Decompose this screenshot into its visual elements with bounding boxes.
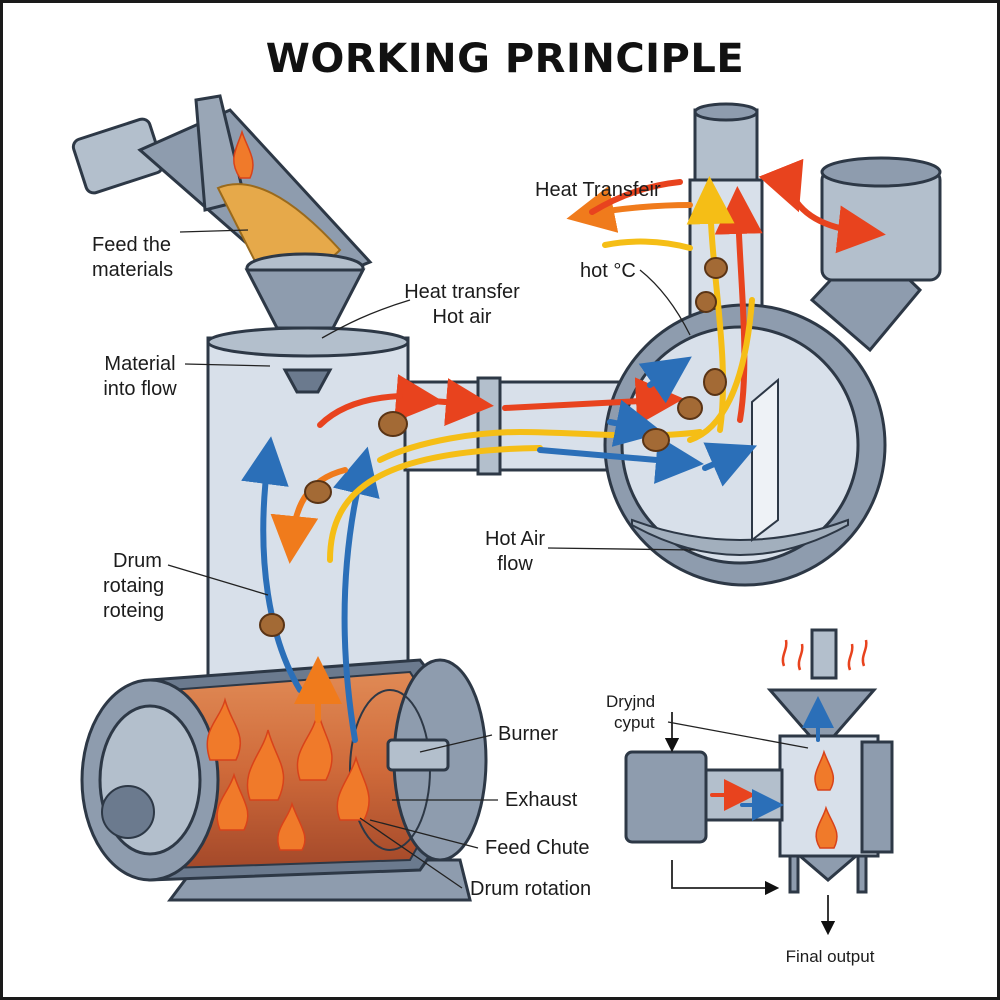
riser-column <box>206 326 410 700</box>
label-drum-rotating-line2: rotaing <box>103 575 164 597</box>
pellet <box>695 291 717 313</box>
inset-side-plate <box>860 740 894 854</box>
leader-hot-air <box>547 547 696 551</box>
label-final-output: Final output <box>786 947 875 966</box>
column-orange-down-arrow <box>270 467 348 564</box>
label-heat-transfeir: Heat Transfeir <box>535 179 661 201</box>
inset-flame-icon <box>815 805 838 849</box>
drum-flame-icon <box>336 755 370 821</box>
inset-leg <box>788 854 800 894</box>
feed-chute-assembly <box>71 94 373 352</box>
pellet <box>259 613 285 637</box>
heat-transfer-arrow <box>589 179 683 215</box>
label-hot-c: hot °C <box>580 260 636 282</box>
inset-connector-arrow <box>671 860 780 896</box>
stack-pipe-mouth <box>693 102 759 122</box>
column-yellow-flow <box>327 445 543 563</box>
outlet-red-arrow <box>758 158 886 254</box>
drum-flame-icon <box>216 772 249 831</box>
pellet <box>704 257 728 279</box>
column-top-rim <box>206 326 410 358</box>
label-hot-air-flow-line1: Hot Air <box>485 528 545 550</box>
label-feed-materials-line2: materials <box>92 259 173 281</box>
heat-transfer-arrow <box>566 185 693 233</box>
leader-burner <box>419 734 493 753</box>
leader-drying-output <box>667 721 809 749</box>
feed-flame-icon <box>233 129 254 179</box>
leader-heat-transfer <box>321 299 411 339</box>
duct-flange <box>476 376 502 476</box>
chamber-blue-arrow <box>638 356 692 404</box>
drum-flame-icon <box>277 801 306 851</box>
inset-leg <box>856 854 868 894</box>
rotary-drum <box>80 658 488 902</box>
label-material-flow-line2: into flow <box>103 378 177 400</box>
duct-yellow-arrow <box>517 429 703 439</box>
chamber-baffle <box>751 377 779 543</box>
inset-hopper <box>766 688 878 738</box>
label-heat-transfer-line1: Heat transfer <box>404 281 520 303</box>
hot-arrow <box>602 238 693 251</box>
label-material-flow-line1: Material <box>104 353 175 375</box>
label-drying-output-line2: cyput <box>614 713 655 732</box>
label-feed-chute: Feed Chute <box>485 837 590 859</box>
label-hot-air-flow-line2: flow <box>497 553 533 575</box>
inset-heat-wave-icon <box>861 639 868 667</box>
column-red-flow <box>317 393 403 428</box>
pellet <box>304 480 332 504</box>
column-deflector <box>282 368 333 394</box>
diagram-title: WORKING PRINCIPLE <box>266 36 744 82</box>
labels: Feed the materials Heat transfer Hot air… <box>92 179 875 966</box>
stack-yellow-up-arrow <box>686 176 735 433</box>
hopper-funnel <box>244 268 366 330</box>
leader-feed-chute <box>369 819 479 849</box>
pellet <box>703 368 727 396</box>
leader-drum-rotating <box>167 564 269 596</box>
stack-red-up-arrow <box>714 186 763 423</box>
inset-heat-wave-icon <box>847 643 854 671</box>
pellet <box>642 428 670 452</box>
pellet <box>677 396 703 420</box>
inset-dryer-unit <box>624 628 894 936</box>
inset-blower <box>624 750 708 844</box>
drum-flame-icon <box>246 729 285 801</box>
inset-heat-wave-icon <box>781 639 788 667</box>
material-pellets <box>259 257 728 637</box>
column-blue-up-arrow <box>332 446 380 743</box>
outlet-drum-mouth <box>820 156 942 188</box>
duct-blue-arrow <box>607 399 664 447</box>
column-yellow-flow <box>377 429 523 463</box>
inset-discharge <box>795 854 861 882</box>
leader-feed <box>179 229 249 233</box>
leader-material-flow <box>184 363 271 367</box>
label-drum-rotating-line3: roteing <box>103 600 164 622</box>
label-heat-transfer-line2: Hot air <box>433 306 492 328</box>
cyclone-chamber <box>603 102 942 587</box>
inset-heat-wave-icon <box>797 643 804 671</box>
label-feed-materials-line1: Feed the <box>92 234 171 256</box>
chamber-floor <box>631 518 849 556</box>
label-burner: Burner <box>498 723 558 745</box>
label-drying-output-line1: Dryjnd <box>606 692 655 711</box>
label-drum-rotation: Drum rotation <box>470 878 591 900</box>
duct-blue-arrow <box>537 436 704 484</box>
leader-lines <box>167 229 809 889</box>
drum-port <box>101 785 155 839</box>
inset-flame-icon <box>814 749 835 791</box>
chamber-yellow-flow <box>687 297 755 443</box>
column-blue-up-arrow <box>241 436 303 693</box>
pellet <box>378 411 408 437</box>
leader-hot-c <box>639 269 691 336</box>
label-exhaust: Exhaust <box>505 789 578 811</box>
drum-flame-icon <box>206 697 242 761</box>
leader-drum-rotation <box>359 817 463 889</box>
chamber-blue-arrow <box>702 442 758 487</box>
label-drum-rotating-line1: Drum <box>113 550 162 572</box>
duct-red-double-arrow <box>394 374 494 427</box>
burner-nozzle <box>386 738 450 772</box>
inset-stack <box>810 628 838 680</box>
flow-arrows <box>241 158 886 743</box>
